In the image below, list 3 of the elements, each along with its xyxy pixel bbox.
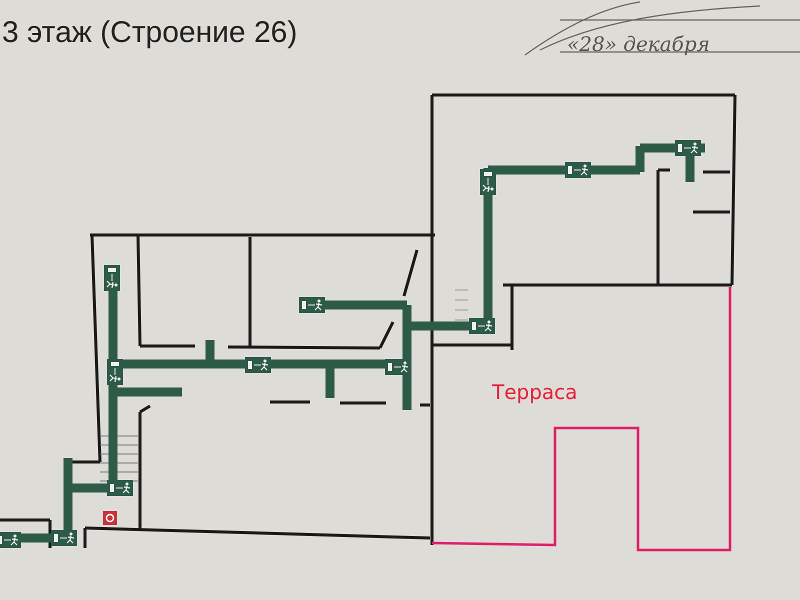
terrace-label: Терраса xyxy=(492,380,578,404)
handwritten-date: «28» декабря xyxy=(567,32,710,56)
plan-title: 3 этаж (Строение 26) xyxy=(2,16,298,50)
